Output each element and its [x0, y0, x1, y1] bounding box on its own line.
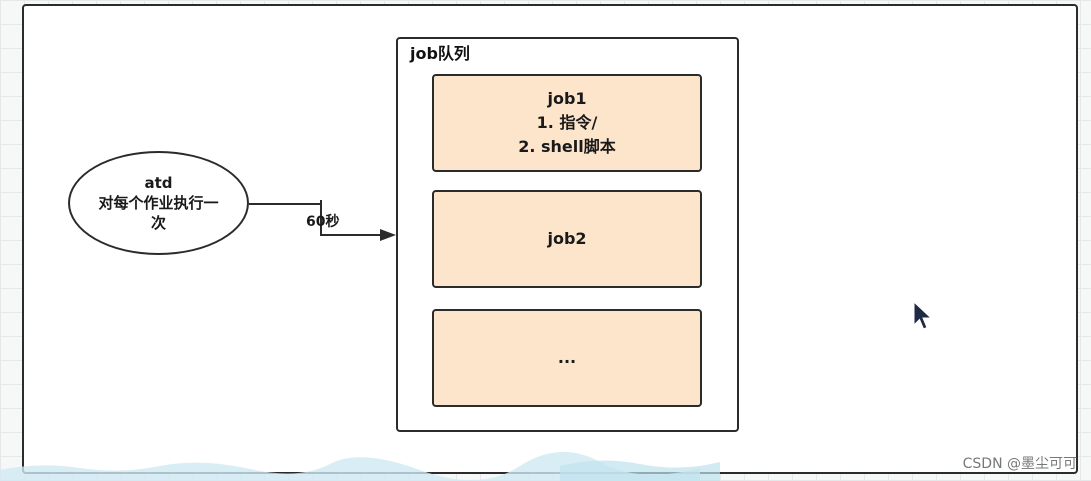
atd-description-line-2: 次 — [150, 214, 166, 232]
job-1-title: job1 — [547, 89, 587, 108]
watermark-text: CSDN @墨尘可可 — [962, 456, 1077, 472]
decorative-wave-strip — [0, 452, 720, 481]
atd-daemon-ellipse: atd 对每个作业执行一 次 — [68, 151, 249, 255]
job-queue-title: job队列 — [410, 44, 470, 63]
atd-name: atd — [144, 174, 173, 192]
interval-label: 60秒 — [306, 214, 340, 230]
mouse-pointer-icon — [913, 301, 933, 330]
job-1-line-2: 2. shell脚本 — [518, 137, 616, 156]
atd-description-line-1: 对每个作业执行一 — [98, 194, 219, 212]
arrowhead-icon — [380, 229, 396, 241]
job-2-title: job2 — [547, 229, 587, 248]
job-box-more: ... — [432, 309, 702, 407]
connector-line — [249, 203, 382, 236]
job-1-line-1: 1. 指令/ — [536, 113, 598, 132]
job-box-1: job1 1. 指令/ 2. shell脚本 — [432, 74, 702, 172]
job-box-2: job2 — [432, 190, 702, 288]
job-more-title: ... — [557, 348, 577, 367]
